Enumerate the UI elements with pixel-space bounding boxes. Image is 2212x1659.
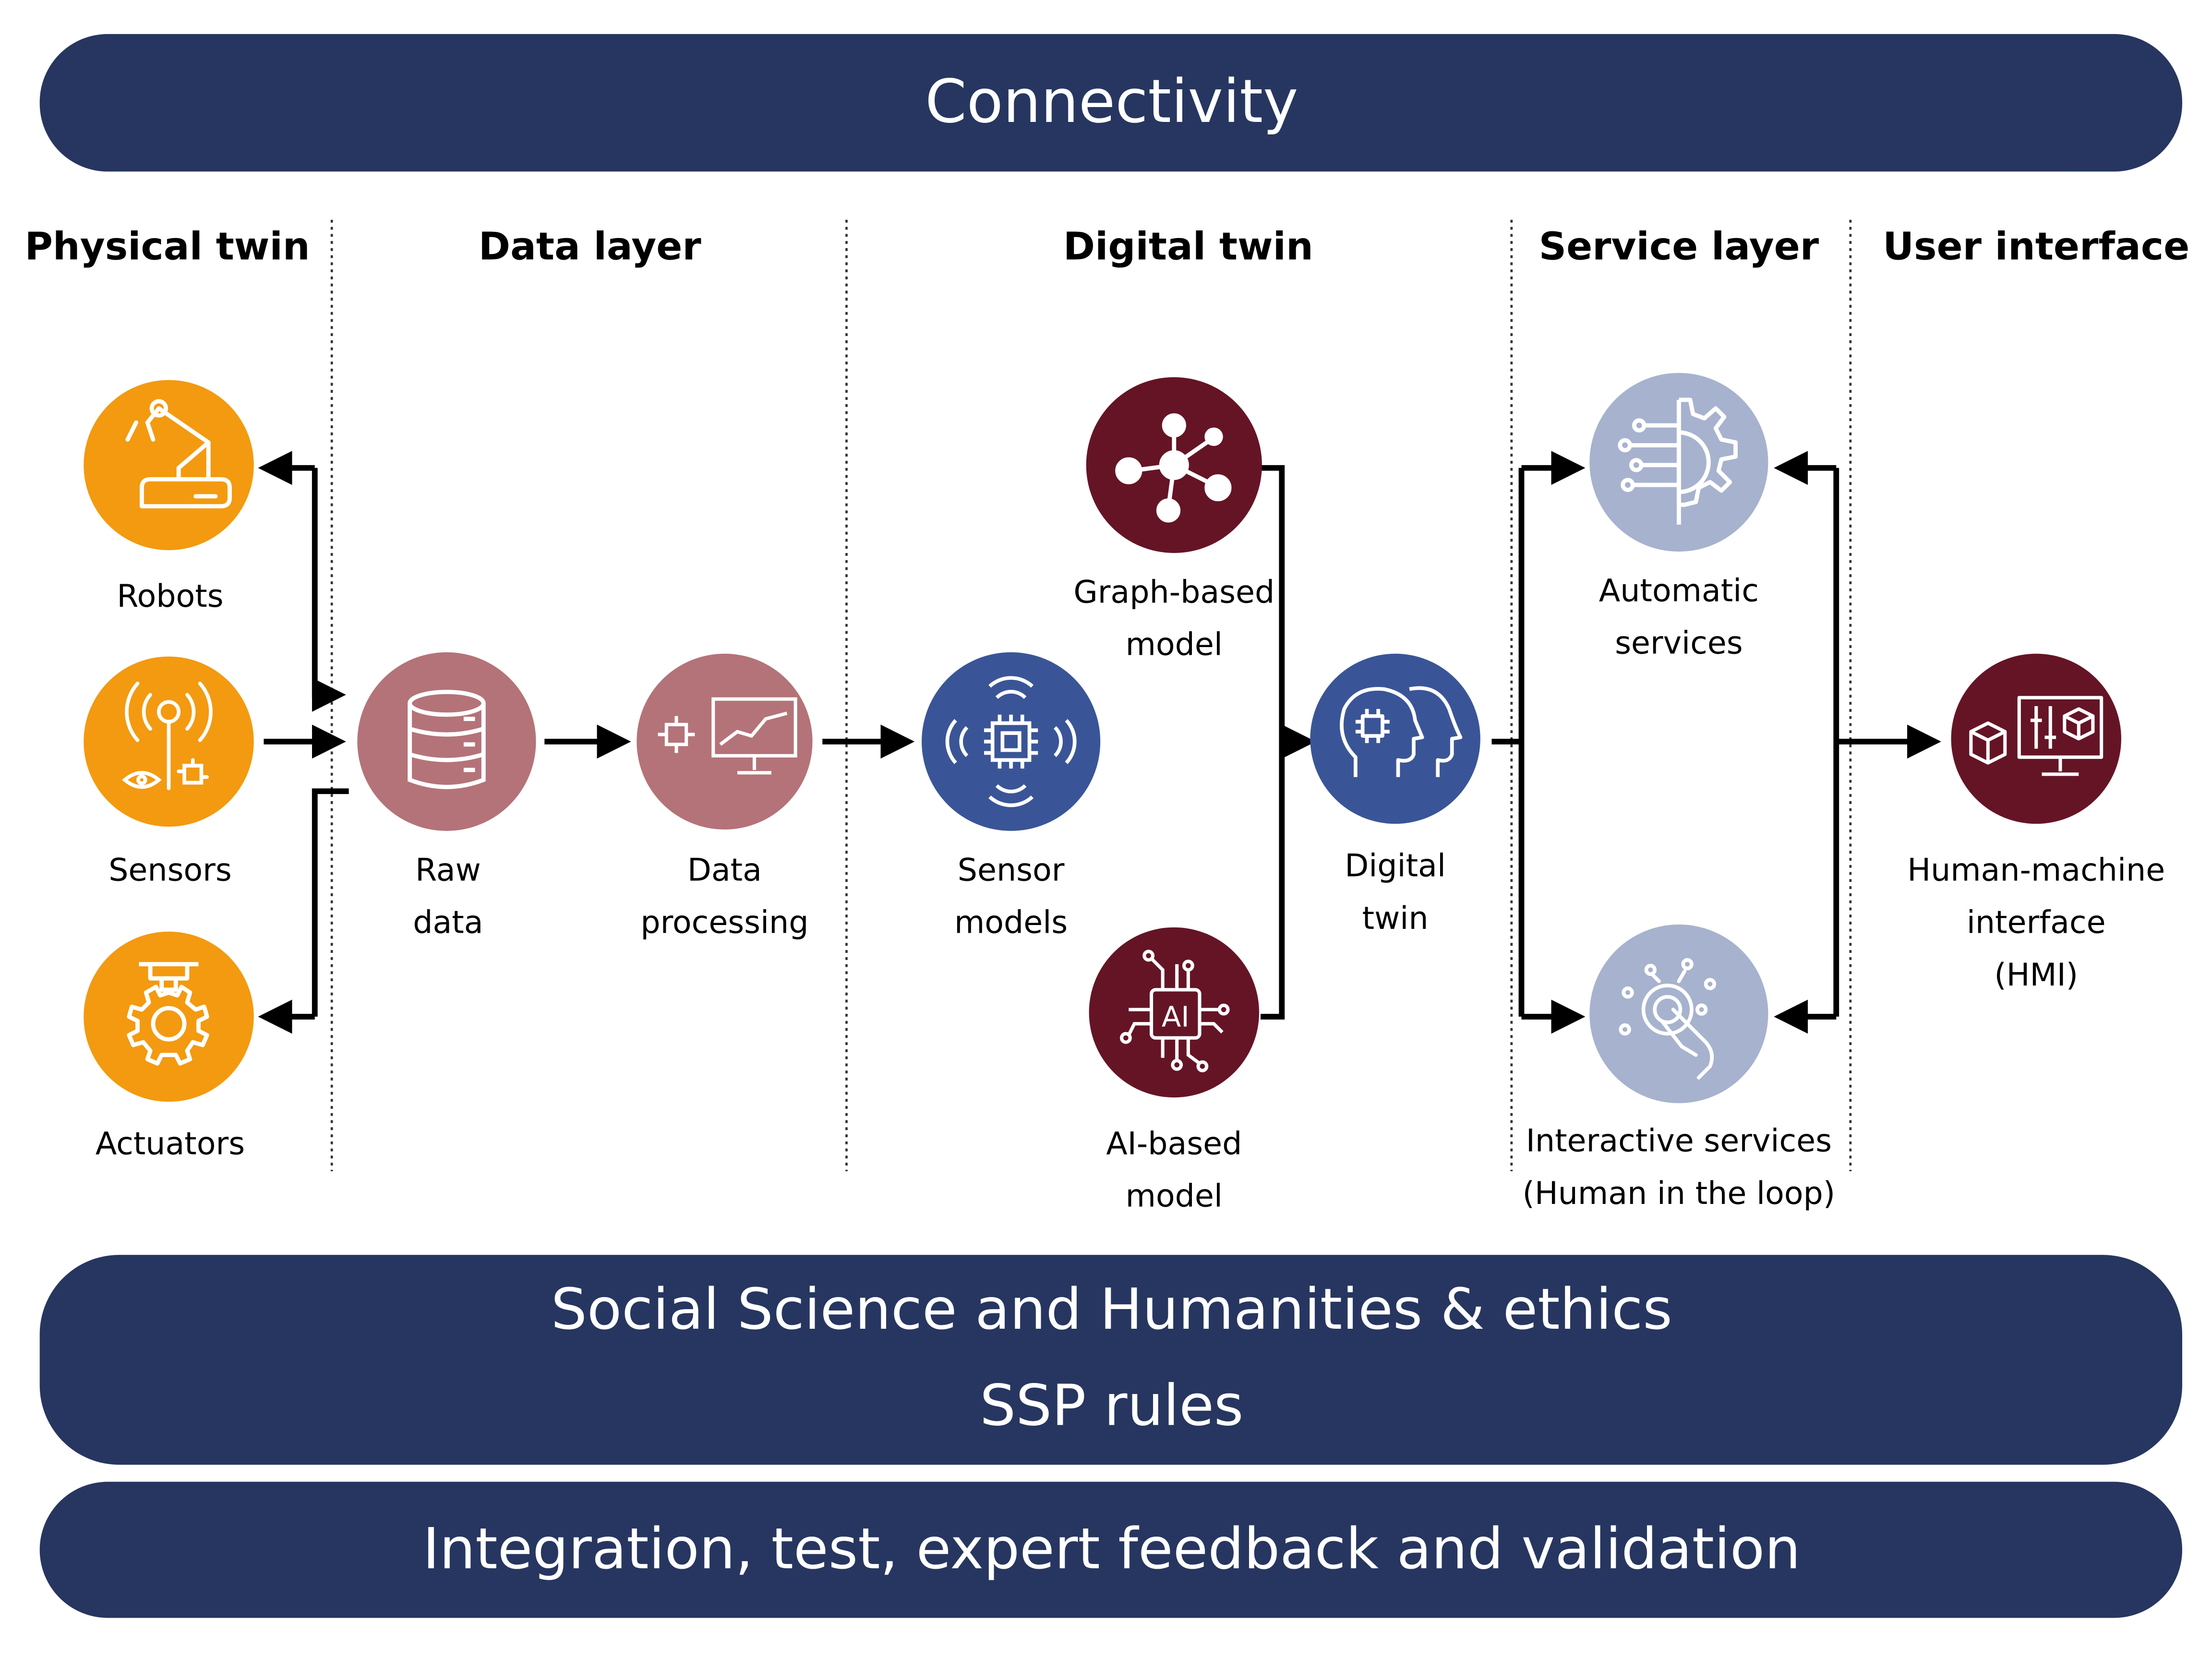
ethics-text: Social Science and Humanities & ethics [551, 1276, 1672, 1342]
ai-chip-icon [1119, 950, 1230, 1072]
node-automatic-services: Automatic services [1589, 373, 1768, 661]
data-processing-label-1: Data [687, 852, 762, 888]
node-graph-model: Graph-based model [1073, 377, 1274, 663]
actuators-label: Actuators [96, 1126, 245, 1162]
chip-signal-icon [945, 676, 1077, 807]
connectivity-banner [39, 34, 2182, 172]
digital-twin-label-2: twin [1362, 901, 1429, 937]
header-digital-twin: Digital twin [1063, 224, 1313, 269]
header-user-interface: User interface [1883, 224, 2189, 269]
graph-model-label-1: Graph-based [1073, 574, 1274, 610]
database-icon [408, 690, 486, 789]
digital-twin-label-1: Digital [1345, 848, 1446, 884]
hmi-label-3: (HMI) [1994, 957, 2078, 993]
automatic-services-label-2: services [1615, 625, 1743, 661]
robots-link [312, 468, 346, 712]
connectivity-text: Connectivity [925, 67, 1298, 136]
hmi-label-2: interface [1967, 905, 2106, 941]
ssp-rules-text: SSP rules [980, 1372, 1243, 1439]
data-processing-label-2: processing [640, 905, 808, 941]
actuator-gear-icon [127, 962, 209, 1066]
node-digital-twin: Digital twin [1310, 653, 1480, 937]
header-service-layer: Service layer [1539, 224, 1819, 269]
automation-gear-icon [1618, 397, 1738, 525]
twin-heads-icon [1340, 686, 1463, 777]
interactive-services-label-2: (Human in the loop) [1523, 1176, 1836, 1212]
actuators-link [312, 788, 349, 1017]
ethics-banner [39, 1255, 2182, 1465]
interactive-services-label-1: Interactive services [1526, 1123, 1832, 1159]
raw-data-label-2: data [413, 905, 483, 941]
node-robots: Robots [84, 380, 254, 614]
ai-model-label-2: model [1126, 1178, 1223, 1214]
hmi-label-1: Human-machine [1907, 852, 2165, 888]
graph-to-twin-link [1260, 465, 1285, 1020]
node-actuators: Actuators [84, 931, 254, 1162]
sensors-label: Sensors [108, 852, 232, 888]
validation-banner [39, 1481, 2182, 1618]
node-hmi: Human-machine interface (HMI) [1907, 653, 2165, 993]
header-data-layer: Data layer [479, 224, 701, 269]
touch-hand-icon [1619, 958, 1717, 1080]
node-interactive-services: Interactive services (Human in the loop) [1523, 924, 1836, 1212]
data-processing-monitor-icon [658, 697, 797, 775]
node-raw-data: Raw data [357, 652, 536, 941]
node-sensors: Sensors [84, 656, 254, 888]
hmi-monitor-icon [1969, 696, 2104, 776]
automatic-services-label-1: Automatic [1599, 573, 1759, 609]
robots-label: Robots [117, 578, 223, 614]
validation-text: Integration, test, expert feedback and v… [423, 1515, 1801, 1582]
node-ai-model: AI AI-based model [1089, 927, 1260, 1214]
robot-arm-icon [125, 399, 232, 508]
raw-data-label-1: Raw [415, 852, 481, 888]
sensor-models-label-1: Sensor [958, 852, 1065, 888]
sensor-antenna-icon [121, 681, 213, 791]
node-sensor-models: Sensor models [922, 652, 1101, 941]
header-physical-twin: Physical twin [24, 224, 310, 269]
graph-network-icon [1115, 413, 1232, 523]
node-data-processing: Data processing [637, 653, 813, 941]
sensor-models-label-2: models [954, 905, 1068, 941]
graph-model-label-2: model [1126, 627, 1223, 663]
ai-chip-text: AI [1162, 1000, 1190, 1034]
ai-model-label-1: AI-based [1106, 1126, 1242, 1162]
